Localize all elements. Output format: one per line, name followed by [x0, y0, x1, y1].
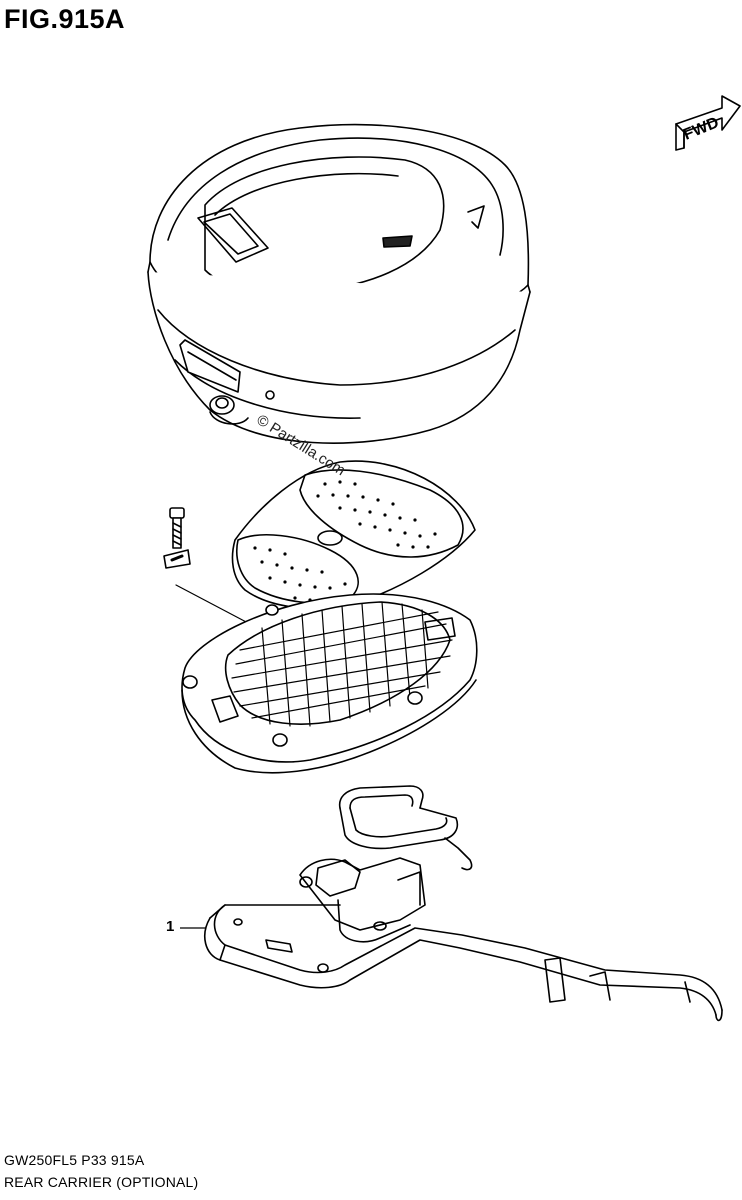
- callout-1: 1: [166, 918, 175, 935]
- base-plate: [181, 593, 478, 774]
- bolt: [169, 507, 185, 549]
- nut-plate: [163, 549, 191, 569]
- rear-carrier: [204, 785, 723, 1022]
- model-code: GW250FL5 P33 915A: [4, 1152, 145, 1168]
- figure-title: FIG.915A: [4, 4, 126, 34]
- figure-caption: REAR CARRIER (OPTIONAL): [4, 1174, 199, 1190]
- top-case-box: [147, 123, 531, 444]
